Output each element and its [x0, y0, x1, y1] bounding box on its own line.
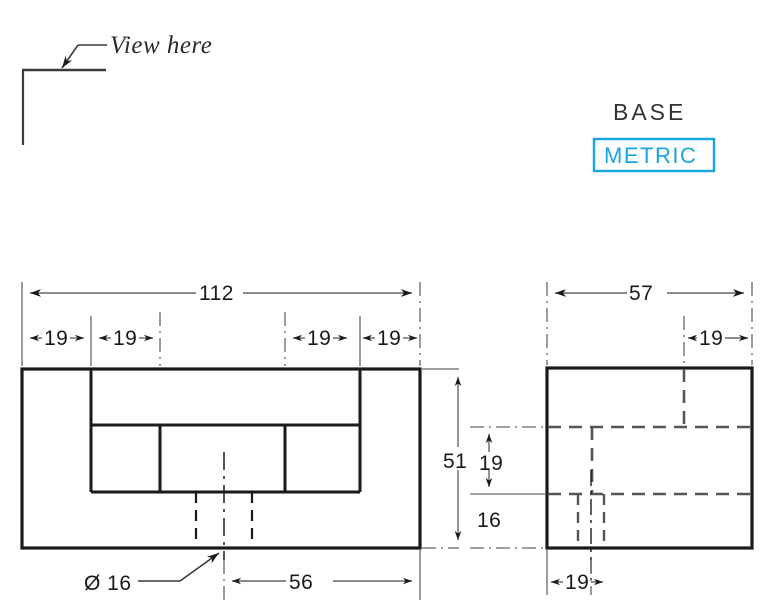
dimension-19-side-top: 19: [688, 327, 748, 350]
dim-112-value: 112: [199, 282, 234, 305]
side-view-extension-lines-left: [470, 426, 545, 549]
front-view-geometry: [20, 367, 422, 560]
dimension-19-right-inner: 19: [293, 327, 347, 350]
part-title: BASE: [613, 99, 686, 125]
view-here-annotation: View here: [21, 32, 212, 145]
dim-57-value: 57: [629, 282, 653, 305]
dimension-19-right-outer: 19: [363, 327, 417, 350]
dim-19d-value: 19: [377, 327, 401, 350]
dim-19c-value: 19: [307, 327, 331, 350]
dimension-19-side-bottom: 19: [546, 550, 603, 595]
metric-box: [592, 137, 716, 173]
side-view-extension-lines-top: [546, 282, 753, 365]
dimension-19-side-vertical: 19: [479, 434, 503, 487]
dimension-19-left-outer: 19: [30, 327, 84, 350]
side-view-geometry: [545, 366, 754, 580]
front-view-extension-lines-top: [21, 282, 421, 366]
dimension-51: 51: [422, 368, 467, 549]
dimension-19-left-inner: 19: [99, 327, 153, 350]
view-here-label: View here: [110, 32, 212, 59]
dim-16-value: 16: [477, 509, 501, 532]
dimension-16-side-vertical: 16: [477, 509, 501, 532]
front-view-outline: [20, 367, 422, 550]
side-view-outline: [545, 366, 754, 550]
dim-19e-value: 19: [699, 327, 723, 350]
view-here-leader-arrow: [61, 44, 79, 69]
metric-label: METRIC: [604, 143, 697, 168]
dimension-57: 57: [555, 282, 744, 305]
dim-19f-value: 19: [479, 452, 503, 475]
dim-51-value: 51: [443, 450, 467, 473]
dimension-112: 112: [30, 282, 412, 305]
dim-19b-value: 19: [113, 327, 137, 350]
dim-19g-value: 19: [565, 571, 589, 594]
dimension-56: 56: [223, 550, 421, 600]
dim-19a-value: 19: [44, 327, 68, 350]
dim-56-value: 56: [289, 571, 313, 594]
dia16-leader-arrow: [179, 552, 220, 582]
title-block: BASE METRIC: [592, 99, 716, 173]
dia16-value: Ø 16: [84, 572, 132, 595]
dimension-diameter-16: Ø 16: [84, 552, 220, 595]
